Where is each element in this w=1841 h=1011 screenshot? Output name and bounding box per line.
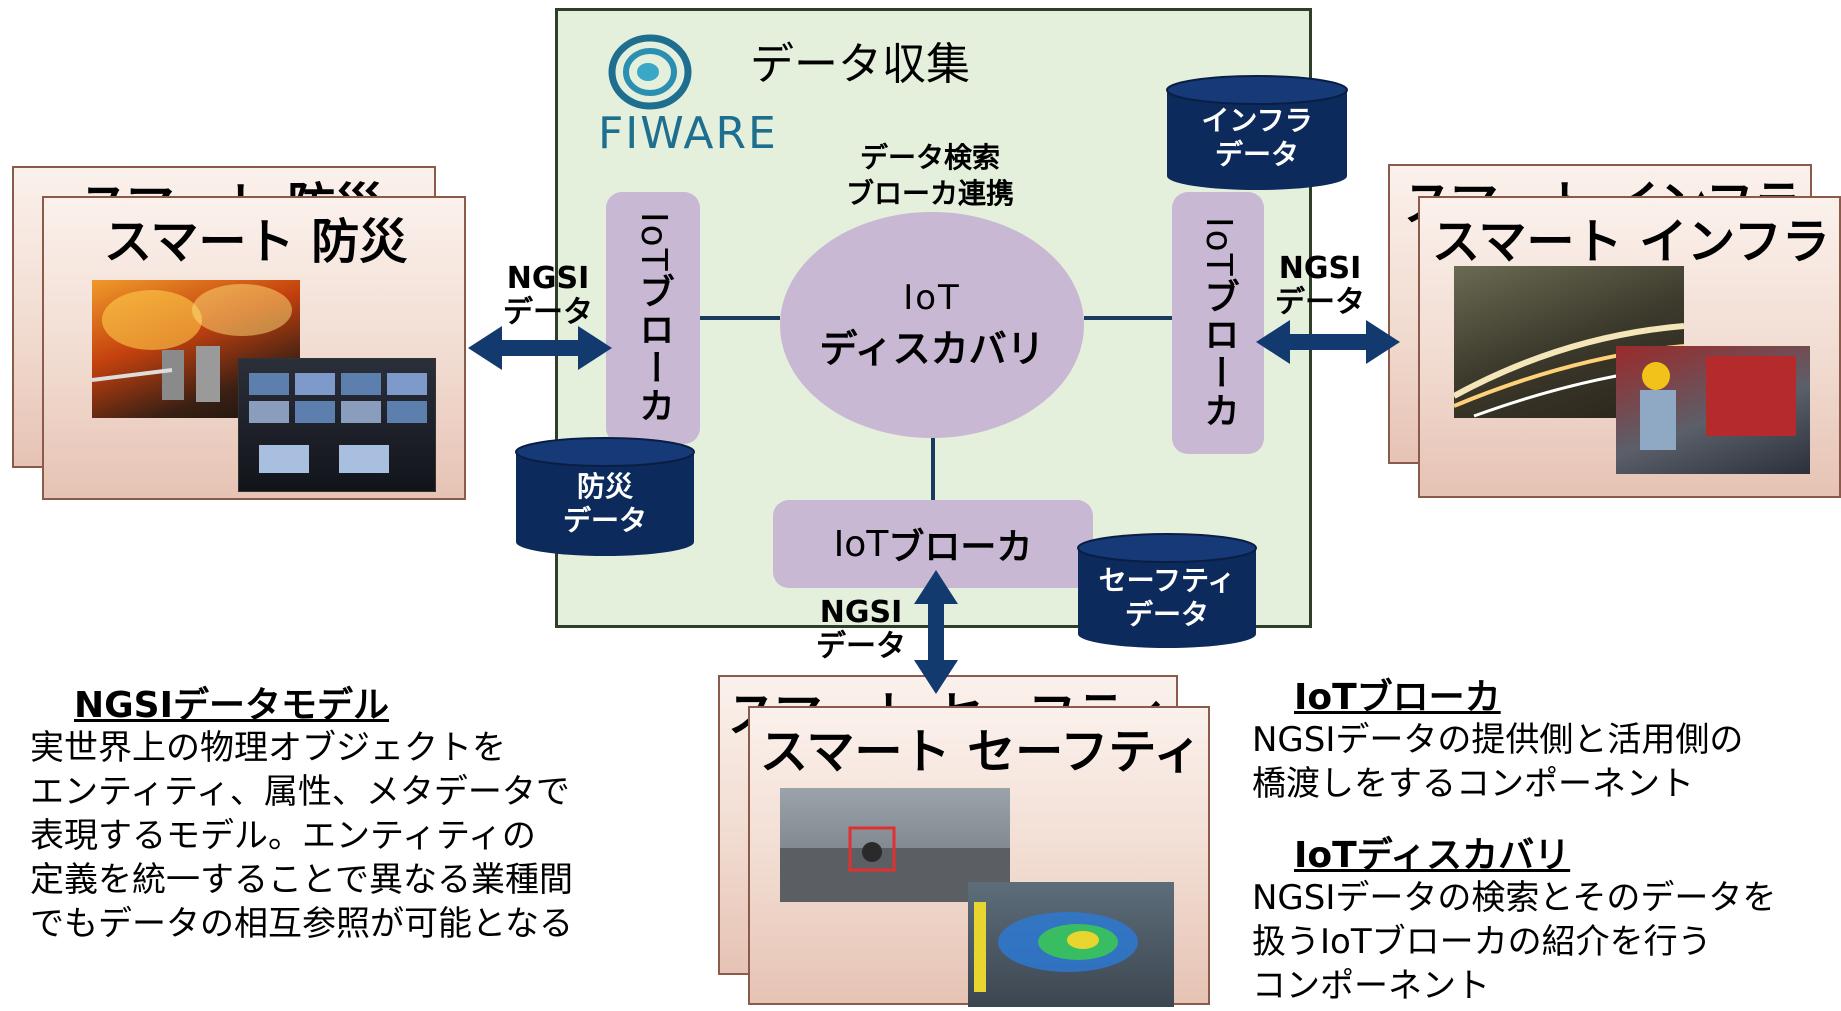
infra-database-icon <box>1166 75 1348 190</box>
iot-broker-line: NGSIデータの提供側と活用側の <box>1252 720 1744 760</box>
monitor-wall-icon <box>249 373 427 473</box>
iot-discovery-description: NGSIデータの検索とそのデータを 扱うIoTブローカの紹介を行う コンポーネン… <box>1252 876 1776 1008</box>
ngsi-model-heading: NGSIデータモデル <box>74 685 390 726</box>
fiware-swirl-icon <box>608 34 692 110</box>
safety-database-label: セーフティ データ <box>1098 564 1236 631</box>
factory-worker-photo <box>1616 346 1810 474</box>
smart-infra-card: スマート インフラ <box>1418 196 1841 498</box>
crowd-heatmap-photo <box>968 882 1174 1007</box>
iot-broker-description: NGSIデータの提供側と活用側の 橋渡しをするコンポーネント <box>1252 718 1743 806</box>
fiware-logo-text: FIWARE <box>598 108 778 159</box>
safety-database: セーフティ データ <box>1076 532 1258 650</box>
iot-discovery-heading: IoTディスカバリ <box>1294 835 1571 876</box>
search-broker-label-line1: データ検索 <box>859 141 1000 174</box>
ngsi-model-line: 表現するモデル。エンティティの <box>30 816 536 856</box>
iot-broker-left: IoTブローカ <box>606 192 700 444</box>
worker-icon <box>1640 356 1796 450</box>
search-broker-label: データ検索 ブローカ連携 <box>830 140 1030 212</box>
ngsi-model-line: でもデータの相互参照が可能となる <box>30 904 573 944</box>
data-collection-title: データ収集 <box>750 39 970 90</box>
iot-broker-right-label: IoTブローカ <box>1198 216 1239 430</box>
left-double-arrow <box>468 326 612 370</box>
firefighter-silhouette-icon <box>91 284 292 402</box>
ngsi-model-description: 実世界上の物理オブジェクトを エンティティ、属性、メタデータで 表現するモデル。… <box>30 726 573 946</box>
right-double-arrow <box>1256 320 1400 364</box>
iot-broker-left-label: IoTブローカ <box>633 211 674 425</box>
heatmap-icon <box>974 902 1138 992</box>
iot-broker-line: 橋渡しをするコンポーネント <box>1252 764 1694 804</box>
smart-disaster-title: スマート 防災 <box>104 214 408 270</box>
firefighting-photo <box>91 280 300 418</box>
smart-safety-card: スマート セーフティ <box>748 706 1210 1007</box>
iot-discovery-node: IoT ディスカバリ <box>780 212 1084 438</box>
fiware-logo: FIWARE <box>598 30 776 159</box>
ngsi-label-bottom: NGSI データ <box>816 595 906 664</box>
smart-infra-title: スマート インフラ <box>1432 214 1830 270</box>
infra-database: インフラ データ <box>1165 74 1349 192</box>
search-broker-label-line2: ブローカ連携 <box>845 177 1014 210</box>
ngsi-label-left: NGSI データ <box>503 261 593 330</box>
iot-broker-right: IoTブローカ <box>1172 192 1264 454</box>
ngsi-label-right: NGSI データ <box>1275 251 1365 320</box>
smart-safety-title: スマート セーフティ <box>760 724 1202 780</box>
disaster-database: 防災 データ <box>514 436 696 558</box>
bottom-double-arrow <box>914 570 958 694</box>
disaster-database-icon <box>515 437 695 556</box>
ngsi-model-line: エンティティ、属性、メタデータで <box>30 772 570 812</box>
control-room-photo <box>238 358 436 492</box>
safety-database-icon <box>1077 533 1257 648</box>
iot-discovery-line1: IoT <box>903 277 961 318</box>
iot-discovery-line: 扱うIoTブローカの紹介を行う <box>1252 922 1712 962</box>
iot-discovery-line: コンポーネント <box>1252 966 1490 1006</box>
iot-discovery-line2: ディスカバリ <box>819 326 1045 371</box>
smart-disaster-card: スマート 防災 <box>42 196 466 500</box>
iot-discovery-line: NGSIデータの検索とそのデータを <box>1252 878 1777 918</box>
ngsi-model-line: 実世界上の物理オブジェクトを <box>30 728 506 768</box>
infra-database-label: インフラ データ <box>1201 104 1313 171</box>
ngsi-model-line: 定義を統一することで異なる業種間 <box>30 860 573 900</box>
iot-broker-heading: IoTブローカ <box>1294 677 1501 718</box>
disaster-database-label: 防災 データ <box>562 470 647 537</box>
